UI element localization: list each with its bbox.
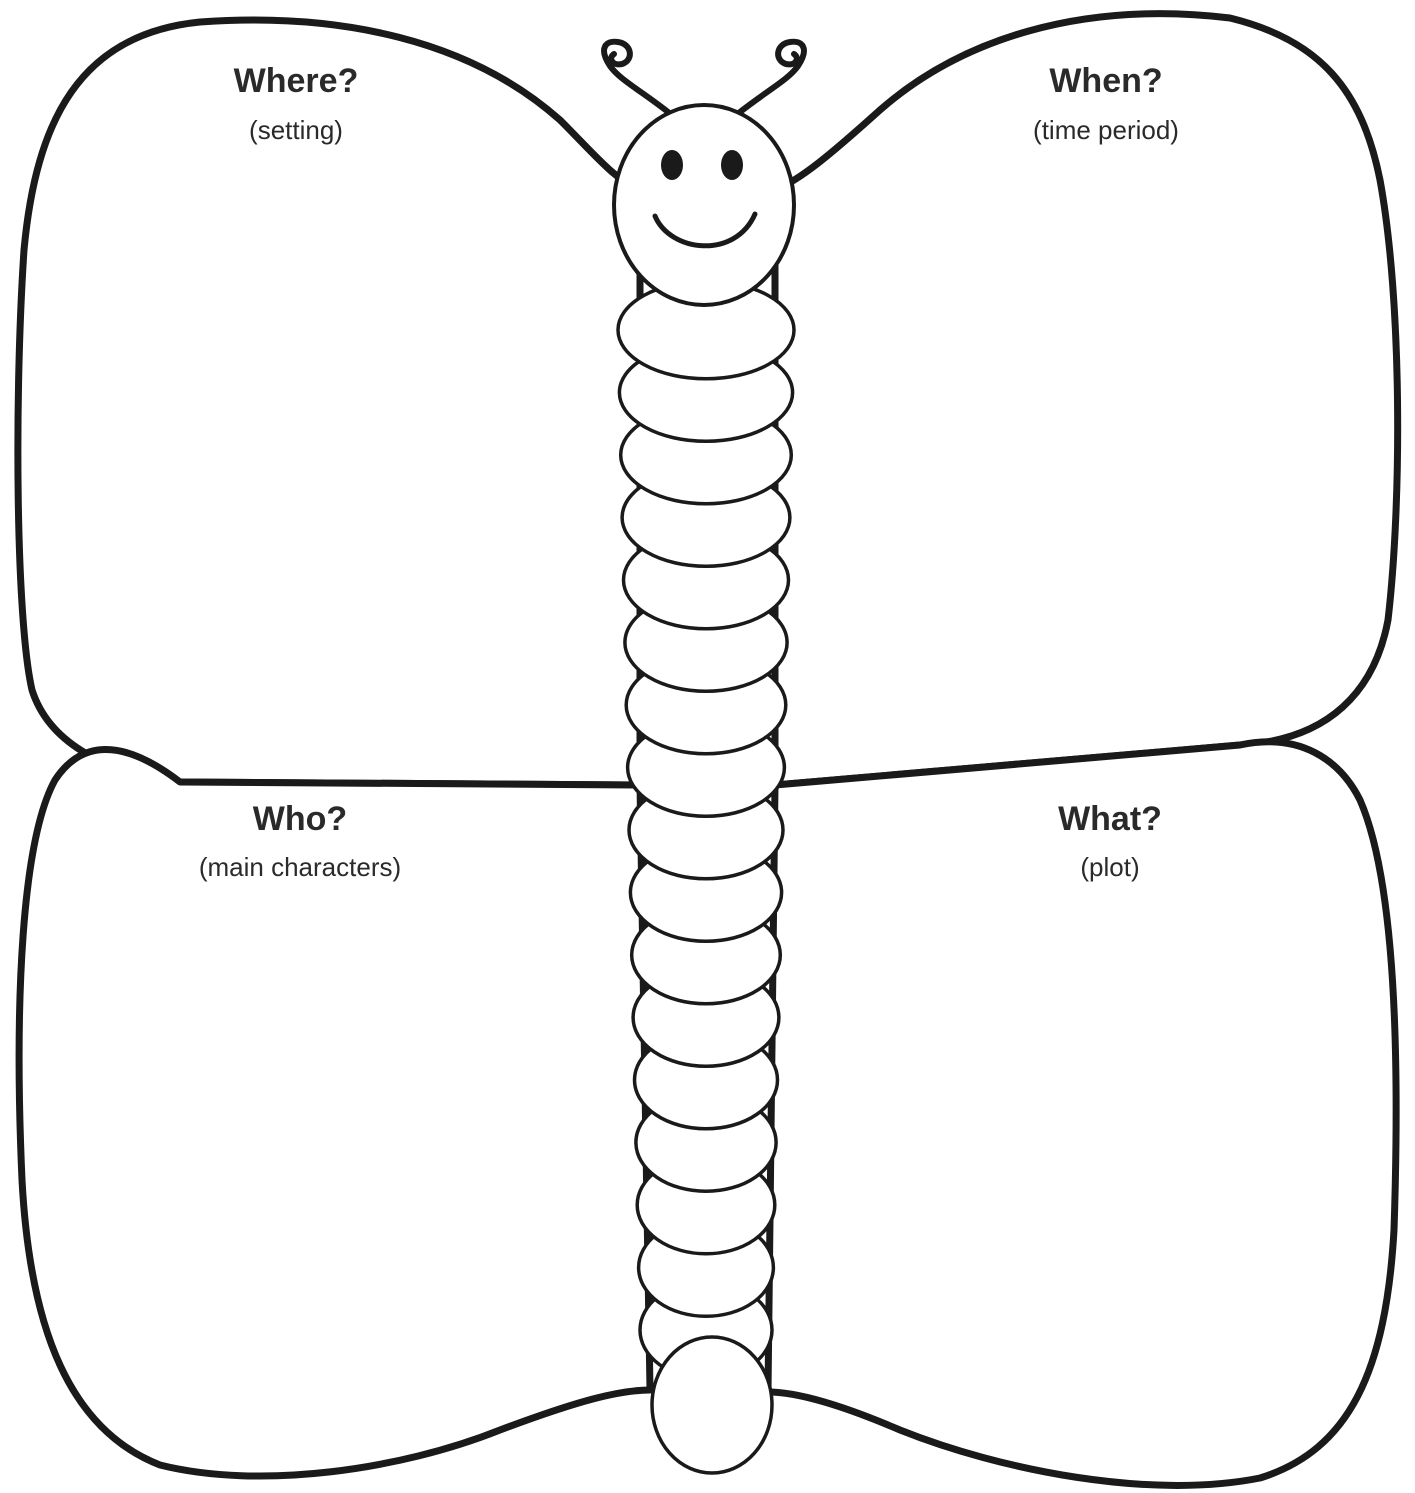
body-tail bbox=[652, 1337, 772, 1473]
who-subtitle: (main characters) bbox=[199, 852, 401, 882]
left-antenna bbox=[604, 42, 668, 112]
butterfly-head bbox=[614, 105, 794, 305]
when-subtitle: (time period) bbox=[1033, 115, 1179, 145]
what-subtitle: (plot) bbox=[1080, 852, 1139, 882]
caterpillar-body bbox=[618, 281, 794, 1379]
what-title: What? bbox=[1058, 800, 1162, 838]
right-eye-icon bbox=[721, 150, 743, 180]
left-eye-icon bbox=[661, 150, 683, 180]
where-subtitle: (setting) bbox=[249, 115, 343, 145]
right-antenna bbox=[740, 42, 804, 112]
who-title: Who? bbox=[253, 800, 347, 838]
where-title: Where? bbox=[234, 62, 359, 100]
when-title: When? bbox=[1049, 62, 1162, 100]
